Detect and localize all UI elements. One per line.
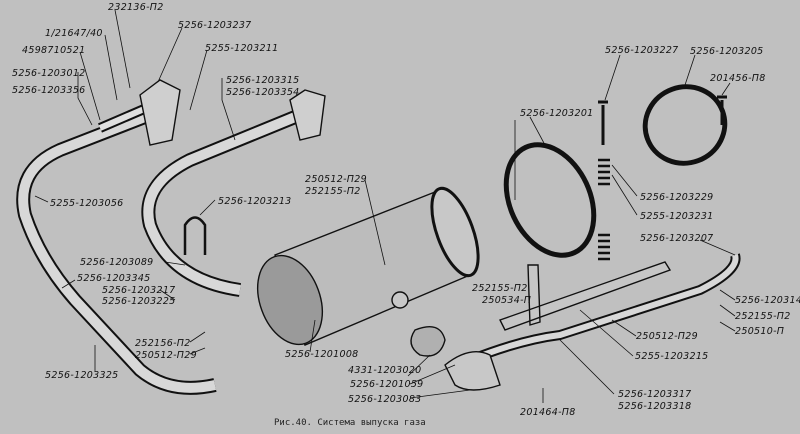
part-label: 5255-1203215 xyxy=(635,351,709,362)
part-label: 4331-1203020 xyxy=(348,365,422,376)
part-label: 252155-П2 xyxy=(305,186,361,197)
part-label: 5256-1203325 xyxy=(45,370,119,381)
clamp-ring-middle xyxy=(503,142,597,258)
front-exhaust-pipe-right xyxy=(141,108,303,297)
bolt-right xyxy=(717,95,727,125)
part-label: 250534-П xyxy=(482,295,532,306)
part-label: 5256-1203083 xyxy=(348,394,422,405)
flange-bracket-right xyxy=(289,89,326,141)
part-label: 201464-П8 xyxy=(520,407,576,418)
part-label: 5256-1203205 xyxy=(690,46,764,57)
outlet-elbow xyxy=(444,351,501,391)
part-label: 5256-1203315 xyxy=(226,75,300,86)
part-label: 5256-1203237 xyxy=(178,20,252,31)
part-label: 5255-1203231 xyxy=(640,211,714,222)
part-label: 201456-П8 xyxy=(710,73,766,84)
part-label: 4598710521 xyxy=(22,45,86,56)
part-label: 5256-1203217 xyxy=(102,285,176,296)
part-label: 5256-1203318 xyxy=(618,401,692,412)
part-label: 252156-П2 xyxy=(135,338,191,349)
part-label: 250512-П29 xyxy=(305,174,367,185)
part-label: 250512-П29 xyxy=(636,331,698,342)
figure-caption: Рис.40. Система выпуска газа xyxy=(274,418,426,428)
muffler xyxy=(257,186,480,346)
part-label: 5256-1203227 xyxy=(605,45,679,56)
part-label: 5256-1203201 xyxy=(520,108,594,119)
tail-pipe xyxy=(468,253,741,365)
gasket xyxy=(410,326,446,357)
front-exhaust-pipe-left xyxy=(16,95,217,395)
u-bolt xyxy=(183,216,207,255)
part-label: 252155-П2 xyxy=(735,311,791,322)
part-label: 5256-1203225 xyxy=(102,296,176,307)
part-label: 5256-1201008 xyxy=(285,349,359,360)
part-label: 1/21647/40 xyxy=(45,28,103,39)
spring-lower xyxy=(598,233,610,261)
part-label: 5256-1203207 xyxy=(640,233,714,244)
spring-upper xyxy=(598,158,610,186)
flange-bracket-left xyxy=(139,79,181,146)
cross-member xyxy=(499,261,672,331)
part-label: 5256-1203345 xyxy=(77,273,151,284)
part-label: 250510-П xyxy=(735,326,785,337)
part-label: 5255-1203056 xyxy=(50,198,124,209)
part-label: 5256-1203354 xyxy=(226,87,300,98)
leader-lines xyxy=(34,9,736,403)
bolt-upper xyxy=(598,100,608,145)
clamp-ring-upper xyxy=(642,84,728,166)
part-label: 252155-П2 xyxy=(472,283,528,294)
part-label: 5256-1203089 xyxy=(80,257,154,268)
part-label: 5256-1203012 xyxy=(12,68,86,79)
part-label: 5256-1203229 xyxy=(640,192,714,203)
part-label: 5256-1203356 xyxy=(12,85,86,96)
part-label: 5256-1203317 xyxy=(618,389,692,400)
part-label: 5256-1203213 xyxy=(218,196,292,207)
part-label: 5256-1201059 xyxy=(350,379,424,390)
part-label: 232136-П2 xyxy=(108,2,164,13)
part-label: 5256-1203140 xyxy=(735,295,800,306)
part-label: 5255-1203211 xyxy=(205,43,279,54)
part-label: 250512-П29 xyxy=(135,350,197,361)
